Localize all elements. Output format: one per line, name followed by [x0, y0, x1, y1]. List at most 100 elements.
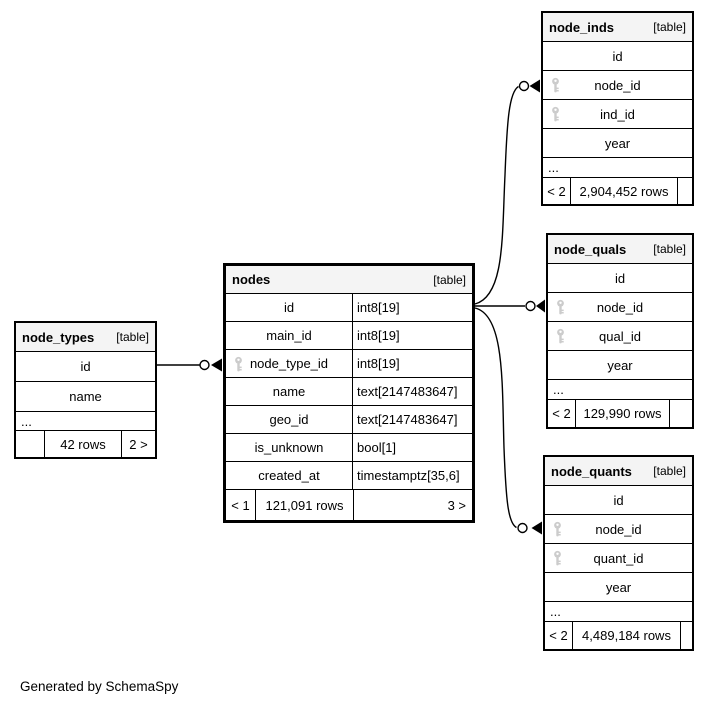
column-type: int8[19] [352, 294, 472, 321]
table-footer: < 2 4,489,184 rows [545, 622, 692, 649]
generated-by-note: Generated by SchemaSpy [20, 679, 179, 694]
table-tag: [table] [116, 330, 149, 344]
edge-nodes-to-node-quants [474, 307, 542, 535]
footer-children-count [16, 431, 44, 457]
key-icon [550, 77, 561, 93]
column-row: id [16, 352, 155, 382]
column-name: node_type_id [249, 356, 329, 371]
more-columns-ellipsis: ... [548, 380, 692, 400]
column-row: node_id [545, 515, 692, 544]
footer-parents-count [677, 178, 692, 204]
column-row: ind_id [543, 100, 692, 129]
footer-row-count: 42 rows [44, 431, 121, 457]
column-row: year [543, 129, 692, 158]
table-nodes[interactable]: nodes [table] id int8[19] main_id int8[1… [223, 263, 475, 523]
table-footer: 42 rows 2 > [16, 431, 155, 457]
table-tag: [table] [653, 242, 686, 256]
column-name: ind_id [600, 106, 635, 122]
key-icon [555, 328, 566, 344]
table-tag: [table] [653, 464, 686, 478]
column-name: id [613, 492, 624, 508]
column-name: created_at [258, 468, 320, 483]
table-name: node_quals [554, 241, 627, 257]
table-name: node_types [22, 329, 95, 345]
table-tag: [table] [653, 20, 686, 34]
column-name: name [69, 389, 102, 404]
footer-row-count: 121,091 rows [255, 490, 353, 520]
column-row: node_id [548, 293, 692, 322]
edge-node-types-to-nodes [157, 358, 222, 372]
column-type: timestamptz[35,6] [352, 462, 472, 489]
table-footer: < 2 129,990 rows [548, 400, 692, 427]
table-footer: < 2 2,904,452 rows [543, 178, 692, 204]
column-name: is_unknown [254, 440, 324, 455]
column-name: year [604, 135, 631, 151]
footer-row-count: 4,489,184 rows [572, 622, 680, 649]
column-row: year [545, 573, 692, 602]
column-row: id int8[19] [226, 294, 472, 322]
key-icon [555, 299, 566, 315]
column-name: name [272, 384, 306, 399]
column-row: id [548, 264, 692, 293]
table-node-types[interactable]: node_types [table] id name ... 42 rows 2… [14, 321, 157, 459]
column-name: node_id [594, 77, 641, 93]
table-tag: [table] [433, 272, 466, 287]
column-row: quant_id [545, 544, 692, 573]
column-row: node_type_id int8[19] [226, 350, 472, 378]
column-name: main_id [266, 328, 312, 343]
column-name: year [607, 357, 633, 373]
column-row: main_id int8[19] [226, 322, 472, 350]
column-name: geo_id [269, 412, 309, 427]
column-type: bool[1] [352, 434, 472, 461]
column-type: text[2147483647] [352, 406, 472, 433]
footer-row-count: 129,990 rows [575, 400, 669, 427]
column-name: id [80, 359, 91, 374]
footer-parents-count [669, 400, 692, 427]
more-columns-ellipsis: ... [16, 412, 155, 431]
table-header: node_quals [table] [548, 235, 692, 264]
column-row: name text[2147483647] [226, 378, 472, 406]
column-row: node_id [543, 71, 692, 100]
column-row: qual_id [548, 322, 692, 351]
footer-children-count: < 1 [231, 497, 250, 513]
table-name: node_inds [549, 19, 615, 35]
edge-nodes-to-node-quals [475, 299, 545, 313]
column-type: text[2147483647] [352, 378, 472, 405]
column-name: id [612, 48, 623, 64]
column-name: qual_id [599, 328, 641, 344]
table-header: nodes [table] [226, 266, 472, 294]
footer-parents-count [680, 622, 692, 649]
column-row: geo_id text[2147483647] [226, 406, 472, 434]
table-node-quals[interactable]: node_quals [table] id node_id qual_id ye… [546, 233, 694, 429]
column-type: int8[19] [352, 322, 472, 349]
footer-parents-count: 3 > [353, 490, 472, 520]
column-row: year [548, 351, 692, 380]
column-row: id [543, 42, 692, 71]
table-header: node_types [table] [16, 323, 155, 352]
column-name: node_id [595, 521, 642, 537]
key-icon [550, 106, 561, 122]
column-name: year [605, 579, 632, 595]
footer-children-count: < 2 [547, 183, 566, 199]
footer-children-count: < 2 [552, 406, 571, 421]
table-header: node_quants [table] [545, 457, 692, 486]
more-columns-ellipsis: ... [543, 158, 692, 178]
table-footer: < 1 121,091 rows 3 > [226, 490, 472, 520]
column-name: id [283, 300, 295, 315]
column-name: node_id [596, 299, 644, 315]
key-icon [552, 521, 563, 537]
key-icon [552, 550, 563, 566]
column-type: int8[19] [352, 350, 472, 377]
column-name: quant_id [593, 550, 644, 566]
table-header: node_inds [table] [543, 13, 692, 42]
table-node-quants[interactable]: node_quants [table] id node_id quant_id … [543, 455, 694, 651]
column-name: id [614, 270, 626, 286]
footer-row-count: 2,904,452 rows [570, 178, 677, 204]
footer-children-count: < 2 [549, 628, 568, 643]
column-row: is_unknown bool[1] [226, 434, 472, 462]
table-node-inds[interactable]: node_inds [table] id node_id ind_id year… [541, 11, 694, 206]
footer-parents-count: 2 > [121, 431, 155, 457]
table-name: node_quants [551, 463, 632, 479]
key-icon [233, 356, 244, 372]
